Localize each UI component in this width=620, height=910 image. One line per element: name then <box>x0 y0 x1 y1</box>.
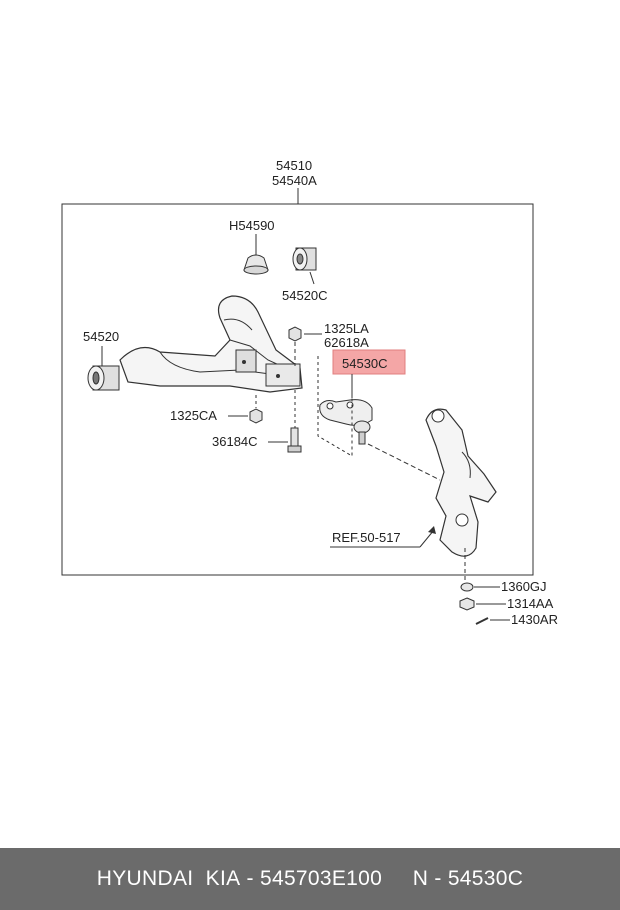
steering-knuckle-part <box>425 408 497 557</box>
label-54520c: 54520C <box>282 288 328 303</box>
footer-brand: HYUNDAI KIA <box>96 867 241 890</box>
footer-sep2: - <box>428 867 448 890</box>
label-1314aa: 1314AA <box>507 596 554 611</box>
label-1360gj: 1360GJ <box>501 579 547 594</box>
label-54520: 54520 <box>83 329 119 344</box>
bolt-36184c-part <box>287 427 302 453</box>
nut-1314aa-part <box>459 597 475 611</box>
footer-gap <box>382 867 413 891</box>
footer-prefix: N <box>412 867 429 890</box>
nut-1325ca-part <box>249 408 263 424</box>
footer-code: 54530C <box>447 867 524 890</box>
ball-joint-part <box>319 399 373 445</box>
footer-part-number: 545703E100 <box>259 867 383 890</box>
label-54530c: 54530C <box>342 356 388 371</box>
bushing-54520c-part <box>292 247 317 271</box>
highlight-54530c <box>332 349 406 375</box>
assembly-label-1: 54510 <box>276 158 312 173</box>
label-ref: REF.50-517 <box>332 530 401 545</box>
assembly-label-2: 54540A <box>272 173 317 188</box>
parts-diagram: 54510 54540A H54590 54520C 54520 1325LA … <box>61 158 558 627</box>
washer-1360gj-part <box>460 582 474 592</box>
label-1325ca: 1325CA <box>170 408 217 423</box>
nut-1325la-part <box>288 326 302 342</box>
pin-1430ar-part <box>475 617 489 625</box>
lower-control-arm-part <box>119 295 303 393</box>
cap-bushing-part <box>243 254 269 275</box>
label-h54590: H54590 <box>229 218 275 233</box>
bushing-54520-part <box>87 365 120 391</box>
label-1325la: 1325LA <box>324 321 369 336</box>
label-36184c: 36184C <box>212 434 258 449</box>
part-footer: HYUNDAI KIA - 545703E100 N - 54530C <box>0 848 620 910</box>
label-62618a: 62618A <box>324 335 369 350</box>
footer-sep1: - <box>240 867 260 890</box>
label-1430ar: 1430AR <box>511 612 558 627</box>
